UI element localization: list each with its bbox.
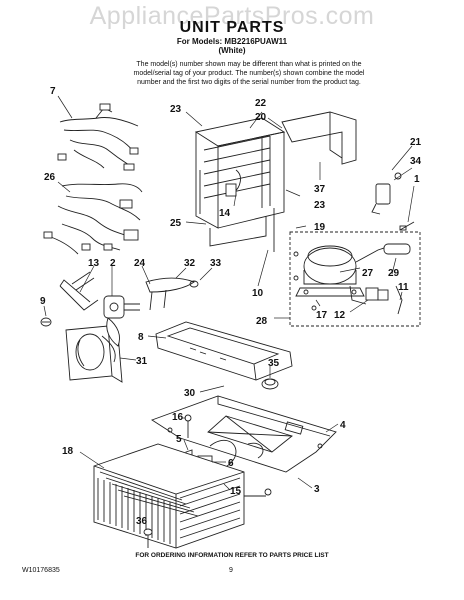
callout-15: 15 bbox=[230, 486, 242, 497]
callout-8: 8 bbox=[138, 332, 144, 343]
document-number: W10176835 bbox=[22, 567, 60, 574]
part-evaporator-assembly bbox=[194, 117, 286, 252]
part-screw-9 bbox=[40, 317, 52, 327]
callout-1: 1 bbox=[414, 174, 420, 185]
callout-35: 35 bbox=[268, 358, 280, 369]
callout-17: 17 bbox=[316, 310, 328, 321]
callout-19: 19 bbox=[314, 222, 326, 233]
note-line: model/serial tag of your product. The nu… bbox=[133, 70, 365, 77]
ordering-info: FOR ORDERING INFORMATION REFER TO PARTS … bbox=[135, 552, 329, 559]
note-line: number and the first two digits of the s… bbox=[137, 79, 361, 86]
callout-27: 27 bbox=[362, 268, 374, 279]
callout-30: 30 bbox=[184, 388, 196, 399]
callout-20: 20 bbox=[255, 112, 267, 123]
part-condenser bbox=[93, 443, 245, 549]
callout-31: 31 bbox=[136, 356, 148, 367]
callout-9: 9 bbox=[40, 296, 46, 307]
callout-24: 24 bbox=[134, 258, 146, 269]
watermark: AppliancePartsPros.com bbox=[89, 2, 375, 30]
part-grommet bbox=[261, 378, 279, 390]
part-drain-trough bbox=[155, 321, 293, 381]
callout-29: 29 bbox=[388, 268, 400, 279]
page-number: 9 bbox=[229, 567, 233, 574]
part-compressor bbox=[293, 243, 411, 315]
part-fan-shroud bbox=[65, 317, 123, 383]
models-line: For Models: MB2216PUAW11 bbox=[176, 37, 288, 46]
callout-11: 11 bbox=[398, 282, 409, 293]
callout-32: 32 bbox=[184, 258, 196, 269]
callout-14: 14 bbox=[219, 208, 231, 219]
callout-7: 7 bbox=[50, 86, 56, 97]
callout-37: 37 bbox=[314, 184, 326, 195]
callout-22: 22 bbox=[255, 98, 267, 109]
part-base-plate bbox=[150, 395, 337, 473]
callout-10: 10 bbox=[252, 288, 264, 299]
callout-5: 5 bbox=[176, 434, 182, 445]
callout-4: 4 bbox=[340, 420, 346, 431]
callout-33: 33 bbox=[210, 258, 222, 269]
callout-13: 13 bbox=[88, 258, 100, 269]
callout-23-top: 23 bbox=[170, 104, 182, 115]
callout-18: 18 bbox=[62, 446, 74, 457]
callout-26: 26 bbox=[44, 172, 56, 183]
callout-2: 2 bbox=[110, 258, 116, 269]
page-title: UNIT PARTS bbox=[179, 19, 285, 36]
part-screw-36 bbox=[143, 528, 153, 548]
part-wire-harness-lower bbox=[43, 183, 143, 255]
callout-23-mid: 23 bbox=[314, 200, 326, 211]
callout-16: 16 bbox=[172, 412, 184, 423]
note-line: The model(s) number shown may be differe… bbox=[136, 61, 362, 68]
compressor-box bbox=[289, 231, 421, 327]
leader-lines bbox=[43, 95, 415, 530]
callout-labels: 7 26 23 22 20 21 34 1 37 23 14 25 19 13 … bbox=[40, 86, 422, 527]
callout-6: 6 bbox=[228, 458, 234, 469]
callout-28: 28 bbox=[256, 316, 268, 327]
part-wire-harness-upper bbox=[57, 103, 139, 171]
callout-34: 34 bbox=[410, 156, 422, 167]
part-bracket bbox=[281, 111, 357, 165]
callout-21: 21 bbox=[410, 137, 422, 148]
callout-3: 3 bbox=[314, 484, 320, 495]
callout-36: 36 bbox=[136, 516, 148, 527]
part-fan-motor-group bbox=[59, 271, 199, 319]
color-line: (White) bbox=[218, 46, 246, 55]
model-number-note: The model(s) number shown may be differe… bbox=[118, 60, 380, 87]
callout-25: 25 bbox=[170, 218, 182, 229]
callout-12: 12 bbox=[334, 310, 346, 321]
part-relay bbox=[371, 172, 415, 231]
